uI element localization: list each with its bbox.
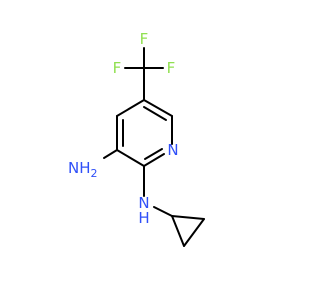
atom-f-top: F bbox=[140, 30, 149, 48]
atom-nh-h: H bbox=[138, 209, 149, 227]
atom-n-ring: N bbox=[167, 141, 178, 159]
bond-c2-n1-double bbox=[144, 148, 163, 160]
atom-nh-n: N bbox=[138, 194, 149, 212]
atom-nh2-subscript: 2 bbox=[91, 167, 98, 180]
molecule-canvas: F F F N NH2 N H bbox=[68, 30, 205, 247]
atom-f-left: F bbox=[113, 59, 122, 77]
molecule-structure: F F F N NH2 N H bbox=[68, 30, 205, 247]
atom-nh2: NH2 bbox=[68, 159, 98, 180]
bond-c5-c4 bbox=[116, 99, 145, 117]
bond-c3-nh2 bbox=[103, 149, 118, 159]
bond-nh-cyclopropyl bbox=[153, 206, 173, 217]
bond-c3-c2 bbox=[116, 149, 145, 167]
bond-cp2-cp3 bbox=[183, 218, 205, 247]
bond-c6-c5 bbox=[143, 99, 173, 117]
bond-cp1-cp3 bbox=[171, 215, 205, 220]
atom-nh2-label: NH bbox=[68, 159, 91, 177]
atom-f-right: F bbox=[167, 59, 176, 77]
bond-cp1-cp2 bbox=[171, 215, 185, 247]
bond-c6-c5-double bbox=[143, 106, 167, 121]
bond-c2-n1 bbox=[143, 153, 165, 167]
